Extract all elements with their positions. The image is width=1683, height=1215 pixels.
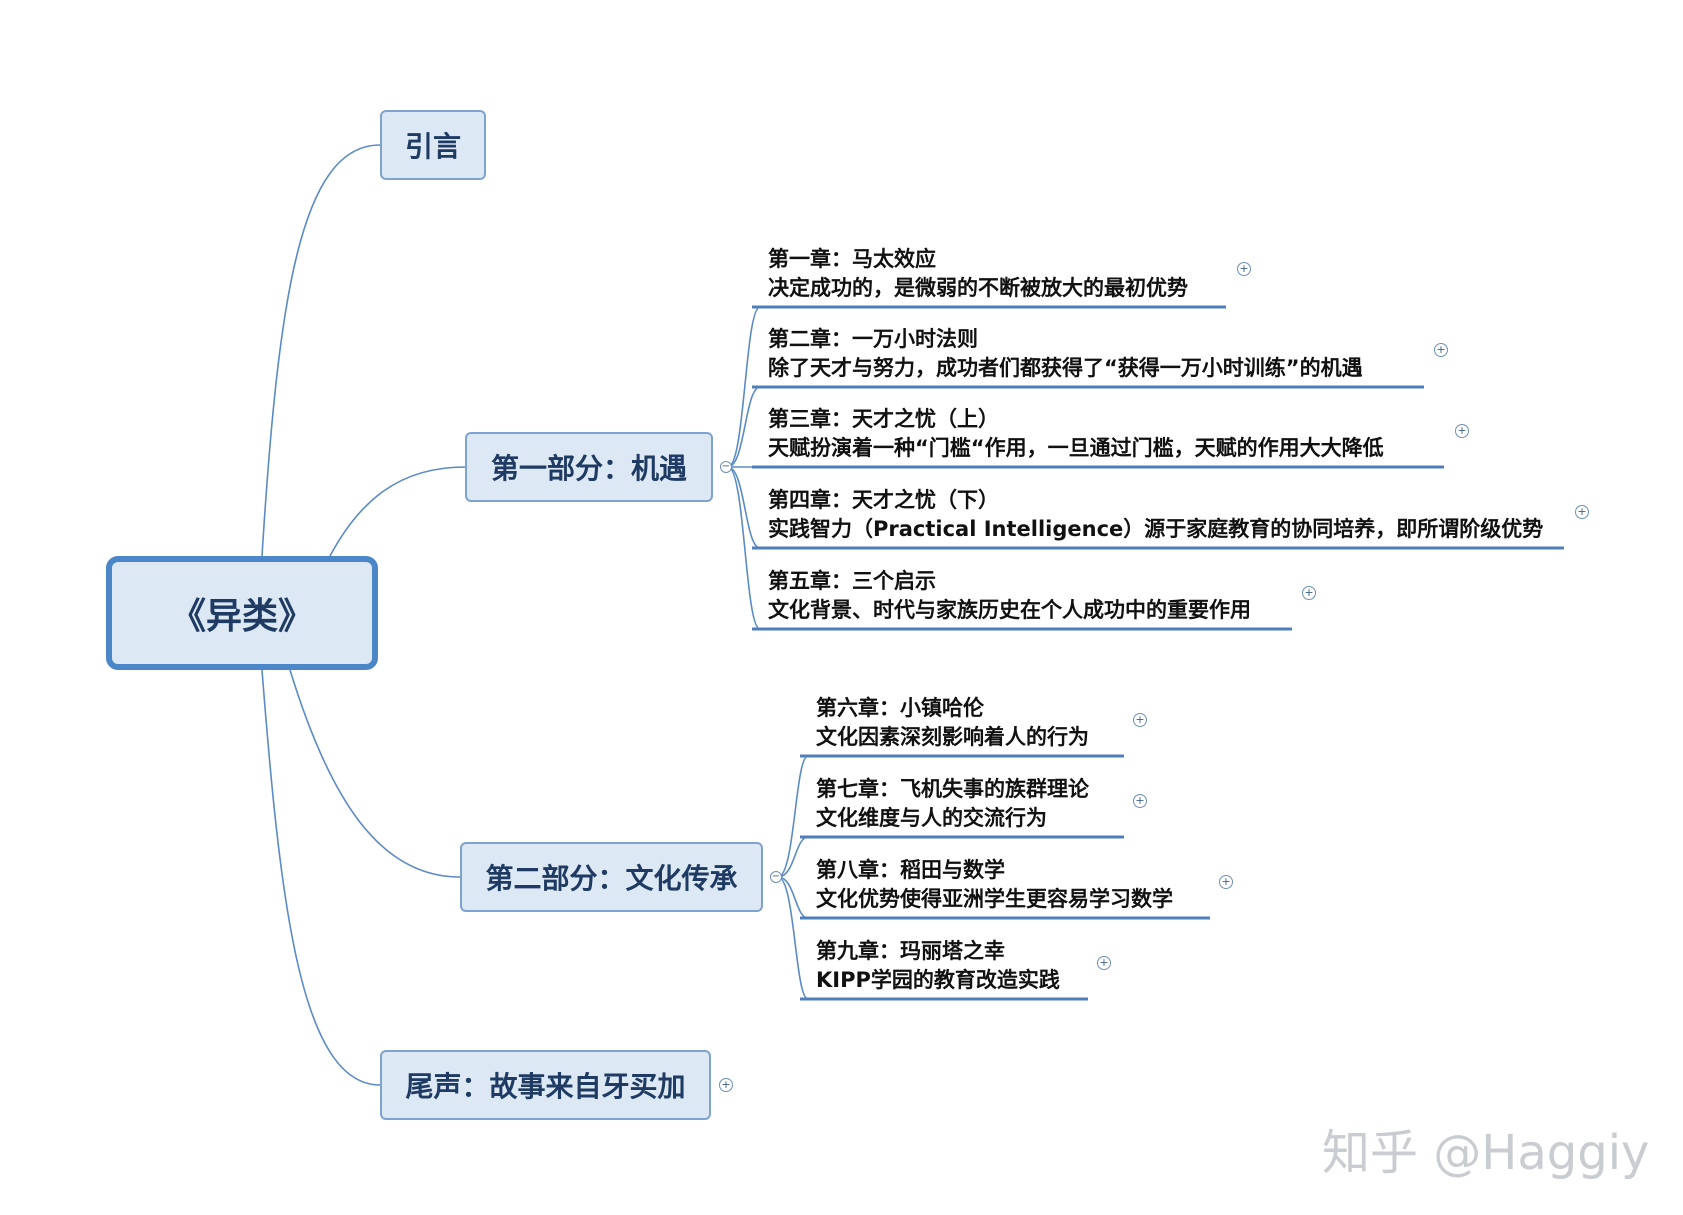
watermark: 知乎 @Haggiy: [1322, 1125, 1650, 1181]
chapter-desc: 文化背景、时代与家族历史在个人成功中的重要作用: [768, 598, 1251, 622]
connector-part1-ch4: [727, 466, 761, 549]
chapter-desc: 文化优势使得亚洲学生更容易学习数学: [816, 887, 1173, 911]
expand-chapter-9-icon[interactable]: +: [1097, 956, 1111, 970]
chapter-desc: 实践智力（Practical Intelligence）源于家庭教育的协同培养，…: [768, 517, 1544, 541]
branch-epilogue[interactable]: 尾声：故事来自牙买加: [380, 1050, 711, 1120]
chapter-title: 第四章：天才之忧（下）: [768, 488, 999, 512]
chapter-desc: 除了天才与努力，成功者们都获得了“获得一万小时训练”的机遇: [768, 356, 1363, 380]
expand-chapter-2-icon[interactable]: +: [1434, 343, 1448, 357]
connector-part2-ch9: [777, 876, 809, 1000]
chapter-title: 第三章：天才之忧（上）: [768, 407, 999, 431]
chapter-1[interactable]: 第一章：马太效应 决定成功的，是微弱的不断被放大的最初优势: [760, 245, 1188, 303]
chapter-5[interactable]: 第五章：三个启示 文化背景、时代与家族历史在个人成功中的重要作用: [760, 567, 1251, 625]
chapter-desc: 文化因素深刻影响着人的行为: [816, 725, 1089, 749]
collapse-part2-icon[interactable]: −: [770, 871, 782, 883]
connector-part2-ch6: [777, 755, 809, 878]
chapter-3[interactable]: 第三章：天才之忧（上） 天赋扮演着一种“门槛“作用，一旦通过门槛，天赋的作用大大…: [760, 405, 1384, 463]
branch-intro[interactable]: 引言: [380, 110, 486, 180]
expand-epilogue-icon[interactable]: +: [719, 1078, 733, 1092]
connector-root-intro: [261, 144, 381, 557]
connector-part2-ch8: [777, 876, 809, 919]
chapter-title: 第二章：一万小时法则: [768, 327, 978, 351]
root-title: 《异类》: [169, 596, 314, 637]
chapter-9[interactable]: 第九章：玛丽塔之幸 KIPP学园的教育改造实践: [808, 937, 1060, 995]
chapter-8[interactable]: 第八章：稻田与数学 文化优势使得亚洲学生更容易学习数学: [808, 856, 1173, 914]
branch-epilogue-label: 尾声：故事来自牙买加: [405, 1070, 686, 1103]
root-node[interactable]: 《异类》: [106, 556, 378, 670]
chapter-2[interactable]: 第二章：一万小时法则 除了天才与努力，成功者们都获得了“获得一万小时训练”的机遇: [760, 325, 1363, 383]
chapter-desc: 文化维度与人的交流行为: [816, 806, 1047, 830]
connector-root-part2: [289, 669, 461, 878]
expand-chapter-3-icon[interactable]: +: [1455, 424, 1469, 438]
chapter-desc: 天赋扮演着一种“门槛“作用，一旦通过门槛，天赋的作用大大降低: [768, 436, 1384, 460]
chapter-title: 第七章：飞机失事的族群理论: [816, 777, 1089, 801]
expand-chapter-7-icon[interactable]: +: [1133, 794, 1147, 808]
branch-part1[interactable]: 第一部分：机遇: [465, 432, 713, 502]
connector-part2-ch7: [777, 836, 809, 878]
chapter-4[interactable]: 第四章：天才之忧（下） 实践智力（Practical Intelligence）…: [760, 486, 1543, 544]
branch-part2[interactable]: 第二部分：文化传承: [460, 842, 763, 912]
chapter-desc: KIPP学园的教育改造实践: [816, 968, 1060, 992]
branch-part1-label: 第一部分：机遇: [490, 452, 687, 485]
chapter-title: 第九章：玛丽塔之幸: [816, 939, 1005, 963]
connector-root-epilogue: [261, 669, 381, 1086]
chapter-6[interactable]: 第六章：小镇哈伦 文化因素深刻影响着人的行为: [808, 694, 1089, 752]
connector-part1-ch2: [727, 386, 761, 468]
chapter-title: 第五章：三个启示: [768, 569, 936, 593]
connector-part1-ch1: [727, 306, 761, 468]
chapter-title: 第六章：小镇哈伦: [816, 696, 984, 720]
chapter-title: 第一章：马太效应: [768, 247, 936, 271]
branch-intro-label: 引言: [404, 130, 461, 163]
expand-chapter-5-icon[interactable]: +: [1302, 586, 1316, 600]
connector-root-part1: [329, 466, 466, 557]
chapter-7[interactable]: 第七章：飞机失事的族群理论 文化维度与人的交流行为: [808, 775, 1089, 833]
collapse-part1-icon[interactable]: −: [720, 461, 732, 473]
expand-chapter-1-icon[interactable]: +: [1237, 262, 1251, 276]
expand-chapter-8-icon[interactable]: +: [1219, 875, 1233, 889]
expand-chapter-4-icon[interactable]: +: [1575, 505, 1589, 519]
connector-part1-ch5: [727, 466, 761, 630]
expand-chapter-6-icon[interactable]: +: [1133, 713, 1147, 727]
chapter-title: 第八章：稻田与数学: [816, 858, 1005, 882]
chapter-desc: 决定成功的，是微弱的不断被放大的最初优势: [768, 276, 1188, 300]
branch-part2-label: 第二部分：文化传承: [485, 862, 738, 895]
